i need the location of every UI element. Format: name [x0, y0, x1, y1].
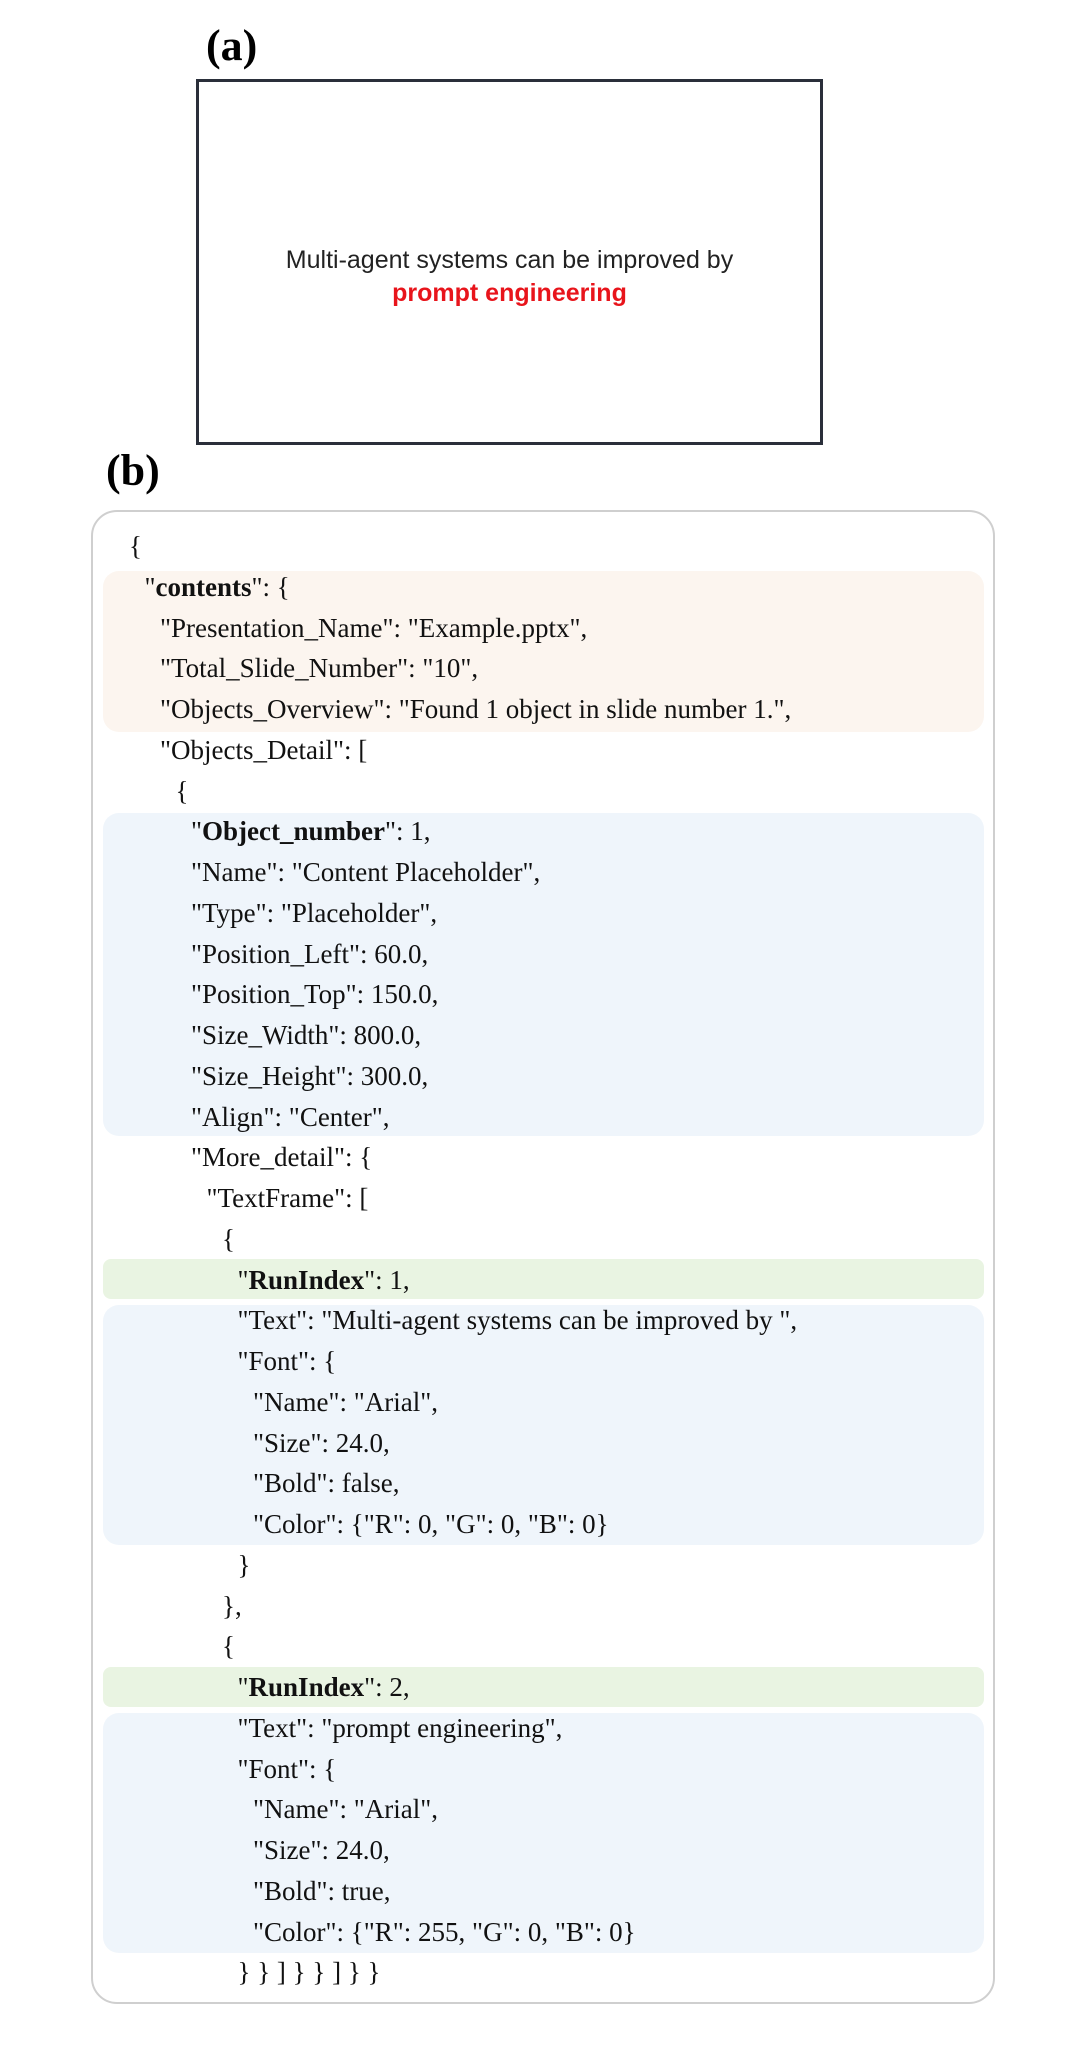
- code-key-bold: contents: [155, 571, 252, 602]
- code-text: ": [144, 571, 156, 602]
- code-text: "Type": "Placeholder",: [191, 897, 438, 928]
- code-line: "Text": "Multi-agent systems can be impr…: [238, 1305, 798, 1335]
- highlight-contents-block: [103, 571, 984, 732]
- highlight-runindex-1: [103, 1259, 984, 1299]
- code-line: "contents": {: [145, 572, 290, 602]
- code-text: "Text": "prompt engineering",: [237, 1712, 563, 1743]
- code-line: "Bold": true,: [253, 1876, 391, 1906]
- code-text: {: [222, 1223, 235, 1254]
- code-text: "Position_Top": 150.0,: [191, 979, 439, 1010]
- code-line: "RunIndex": 1,: [238, 1265, 410, 1295]
- code-line: "Objects_Overview": "Found 1 object in s…: [160, 694, 791, 724]
- code-line: "Objects_Detail": [: [160, 735, 367, 765]
- code-text: "Color": {"R": 255, "G": 0, "B": 0}: [253, 1916, 636, 1947]
- code-line: "Font": {: [238, 1346, 337, 1376]
- slide-text-run-2: prompt engineering: [392, 279, 627, 307]
- code-text: "Bold": false,: [253, 1468, 400, 1499]
- code-text: "Total_Slide_Number": "10",: [160, 653, 479, 684]
- code-line: "Position_Top": 150.0,: [191, 979, 438, 1009]
- code-line: "Name": "Arial",: [253, 1387, 438, 1417]
- code-text: ": 2,: [364, 1672, 410, 1702]
- code-text: "Name": "Content Placeholder",: [191, 857, 541, 887]
- code-text: {: [175, 775, 189, 806]
- code-text: }: [237, 1549, 251, 1580]
- code-line: "Type": "Placeholder",: [191, 898, 437, 928]
- code-text: "Name": "Arial",: [253, 1794, 439, 1825]
- code-line: "Total_Slide_Number": "10",: [160, 653, 478, 683]
- code-text: ": 1,: [364, 1264, 410, 1295]
- code-line: }: [238, 1550, 251, 1580]
- code-line: "Size": 24.0,: [253, 1835, 390, 1865]
- code-text: },: [222, 1590, 242, 1621]
- code-line: "Size_Width": 800.0,: [191, 1020, 421, 1050]
- code-text: ": [237, 1264, 249, 1295]
- code-line: "Text": "prompt engineering",: [238, 1713, 563, 1743]
- code-line: "Align": "Center",: [191, 1102, 390, 1132]
- slide-text-run-1: Multi-agent systems can be improved by: [285, 246, 734, 274]
- panel-a-label: (a): [206, 21, 258, 70]
- code-text: "Align": "Center",: [191, 1101, 390, 1132]
- code-text: "Size": 24.0,: [253, 1835, 390, 1865]
- code-text: "TextFrame": [: [206, 1183, 369, 1213]
- code-line: "TextFrame": [: [207, 1183, 369, 1213]
- slide-preview: Multi-agent systems can be improved by p…: [196, 79, 823, 445]
- code-line: "Name": "Content Placeholder",: [191, 857, 540, 887]
- code-line: "Name": "Arial",: [253, 1794, 438, 1824]
- code-text: "Font": {: [237, 1753, 337, 1784]
- code-key-bold: RunIndex: [248, 1264, 365, 1295]
- code-text: {: [129, 531, 142, 561]
- code-line: "Size": 24.0,: [253, 1428, 390, 1458]
- code-text: "Position_Left": 60.0,: [191, 938, 429, 969]
- highlight-runindex-2: [103, 1667, 984, 1707]
- panel-b-label: (b): [106, 446, 160, 495]
- code-text: "Size_Width": 800.0,: [191, 1020, 422, 1050]
- code-line: "Position_Left": 60.0,: [191, 939, 428, 969]
- code-line: "Bold": false,: [253, 1468, 400, 1498]
- code-line: {: [222, 1224, 235, 1254]
- code-text: "Color": {"R": 0, "G": 0, "B": 0}: [253, 1509, 609, 1539]
- code-text: } } ] } } ] } }: [237, 1957, 381, 1988]
- code-text: ": {: [251, 571, 290, 602]
- code-line: {: [222, 1631, 235, 1661]
- code-line: "Font": {: [238, 1754, 337, 1784]
- code-text: "Text": "Multi-agent systems can be impr…: [237, 1305, 798, 1336]
- code-line: {: [129, 531, 142, 561]
- highlight-object-block: [103, 813, 984, 1136]
- code-line: },: [222, 1591, 242, 1621]
- slide-text-frame: Multi-agent systems can be improved by p…: [199, 244, 820, 310]
- code-text: "Font": {: [237, 1346, 337, 1376]
- code-line: {: [176, 776, 189, 806]
- code-line: "Size_Height": 300.0,: [191, 1061, 428, 1091]
- code-line: "Color": {"R": 0, "G": 0, "B": 0}: [253, 1509, 609, 1539]
- code-text: {: [222, 1631, 235, 1662]
- code-text: "Bold": true,: [253, 1875, 391, 1906]
- code-line: } } ] } } ] } }: [238, 1957, 381, 1987]
- code-text: ": [191, 816, 203, 847]
- code-text: "Size_Height": 300.0,: [191, 1060, 429, 1091]
- code-text: "Name": "Arial",: [253, 1386, 439, 1417]
- code-text: "Objects_Detail": [: [160, 734, 368, 765]
- code-text: "Size": 24.0,: [253, 1427, 390, 1458]
- code-text: "Presentation_Name": "Example.pptx",: [160, 612, 588, 643]
- highlight-run-1-block: [103, 1305, 984, 1545]
- code-line: "More_detail": {: [191, 1142, 372, 1172]
- code-text: "Objects_Overview": "Found 1 object in s…: [160, 694, 792, 724]
- code-key-bold: RunIndex: [248, 1672, 365, 1702]
- code-text: "More_detail": {: [191, 1142, 373, 1173]
- code-text: ": [237, 1672, 249, 1702]
- code-line: "Presentation_Name": "Example.pptx",: [160, 613, 587, 643]
- highlight-run-2-block: [103, 1713, 984, 1953]
- code-line: "Object_number": 1,: [191, 816, 431, 846]
- code-line: "RunIndex": 2,: [238, 1672, 410, 1702]
- code-line: "Color": {"R": 255, "G": 0, "B": 0}: [253, 1917, 636, 1947]
- code-text: ": 1,: [385, 816, 431, 847]
- code-key-bold: Object_number: [202, 816, 386, 847]
